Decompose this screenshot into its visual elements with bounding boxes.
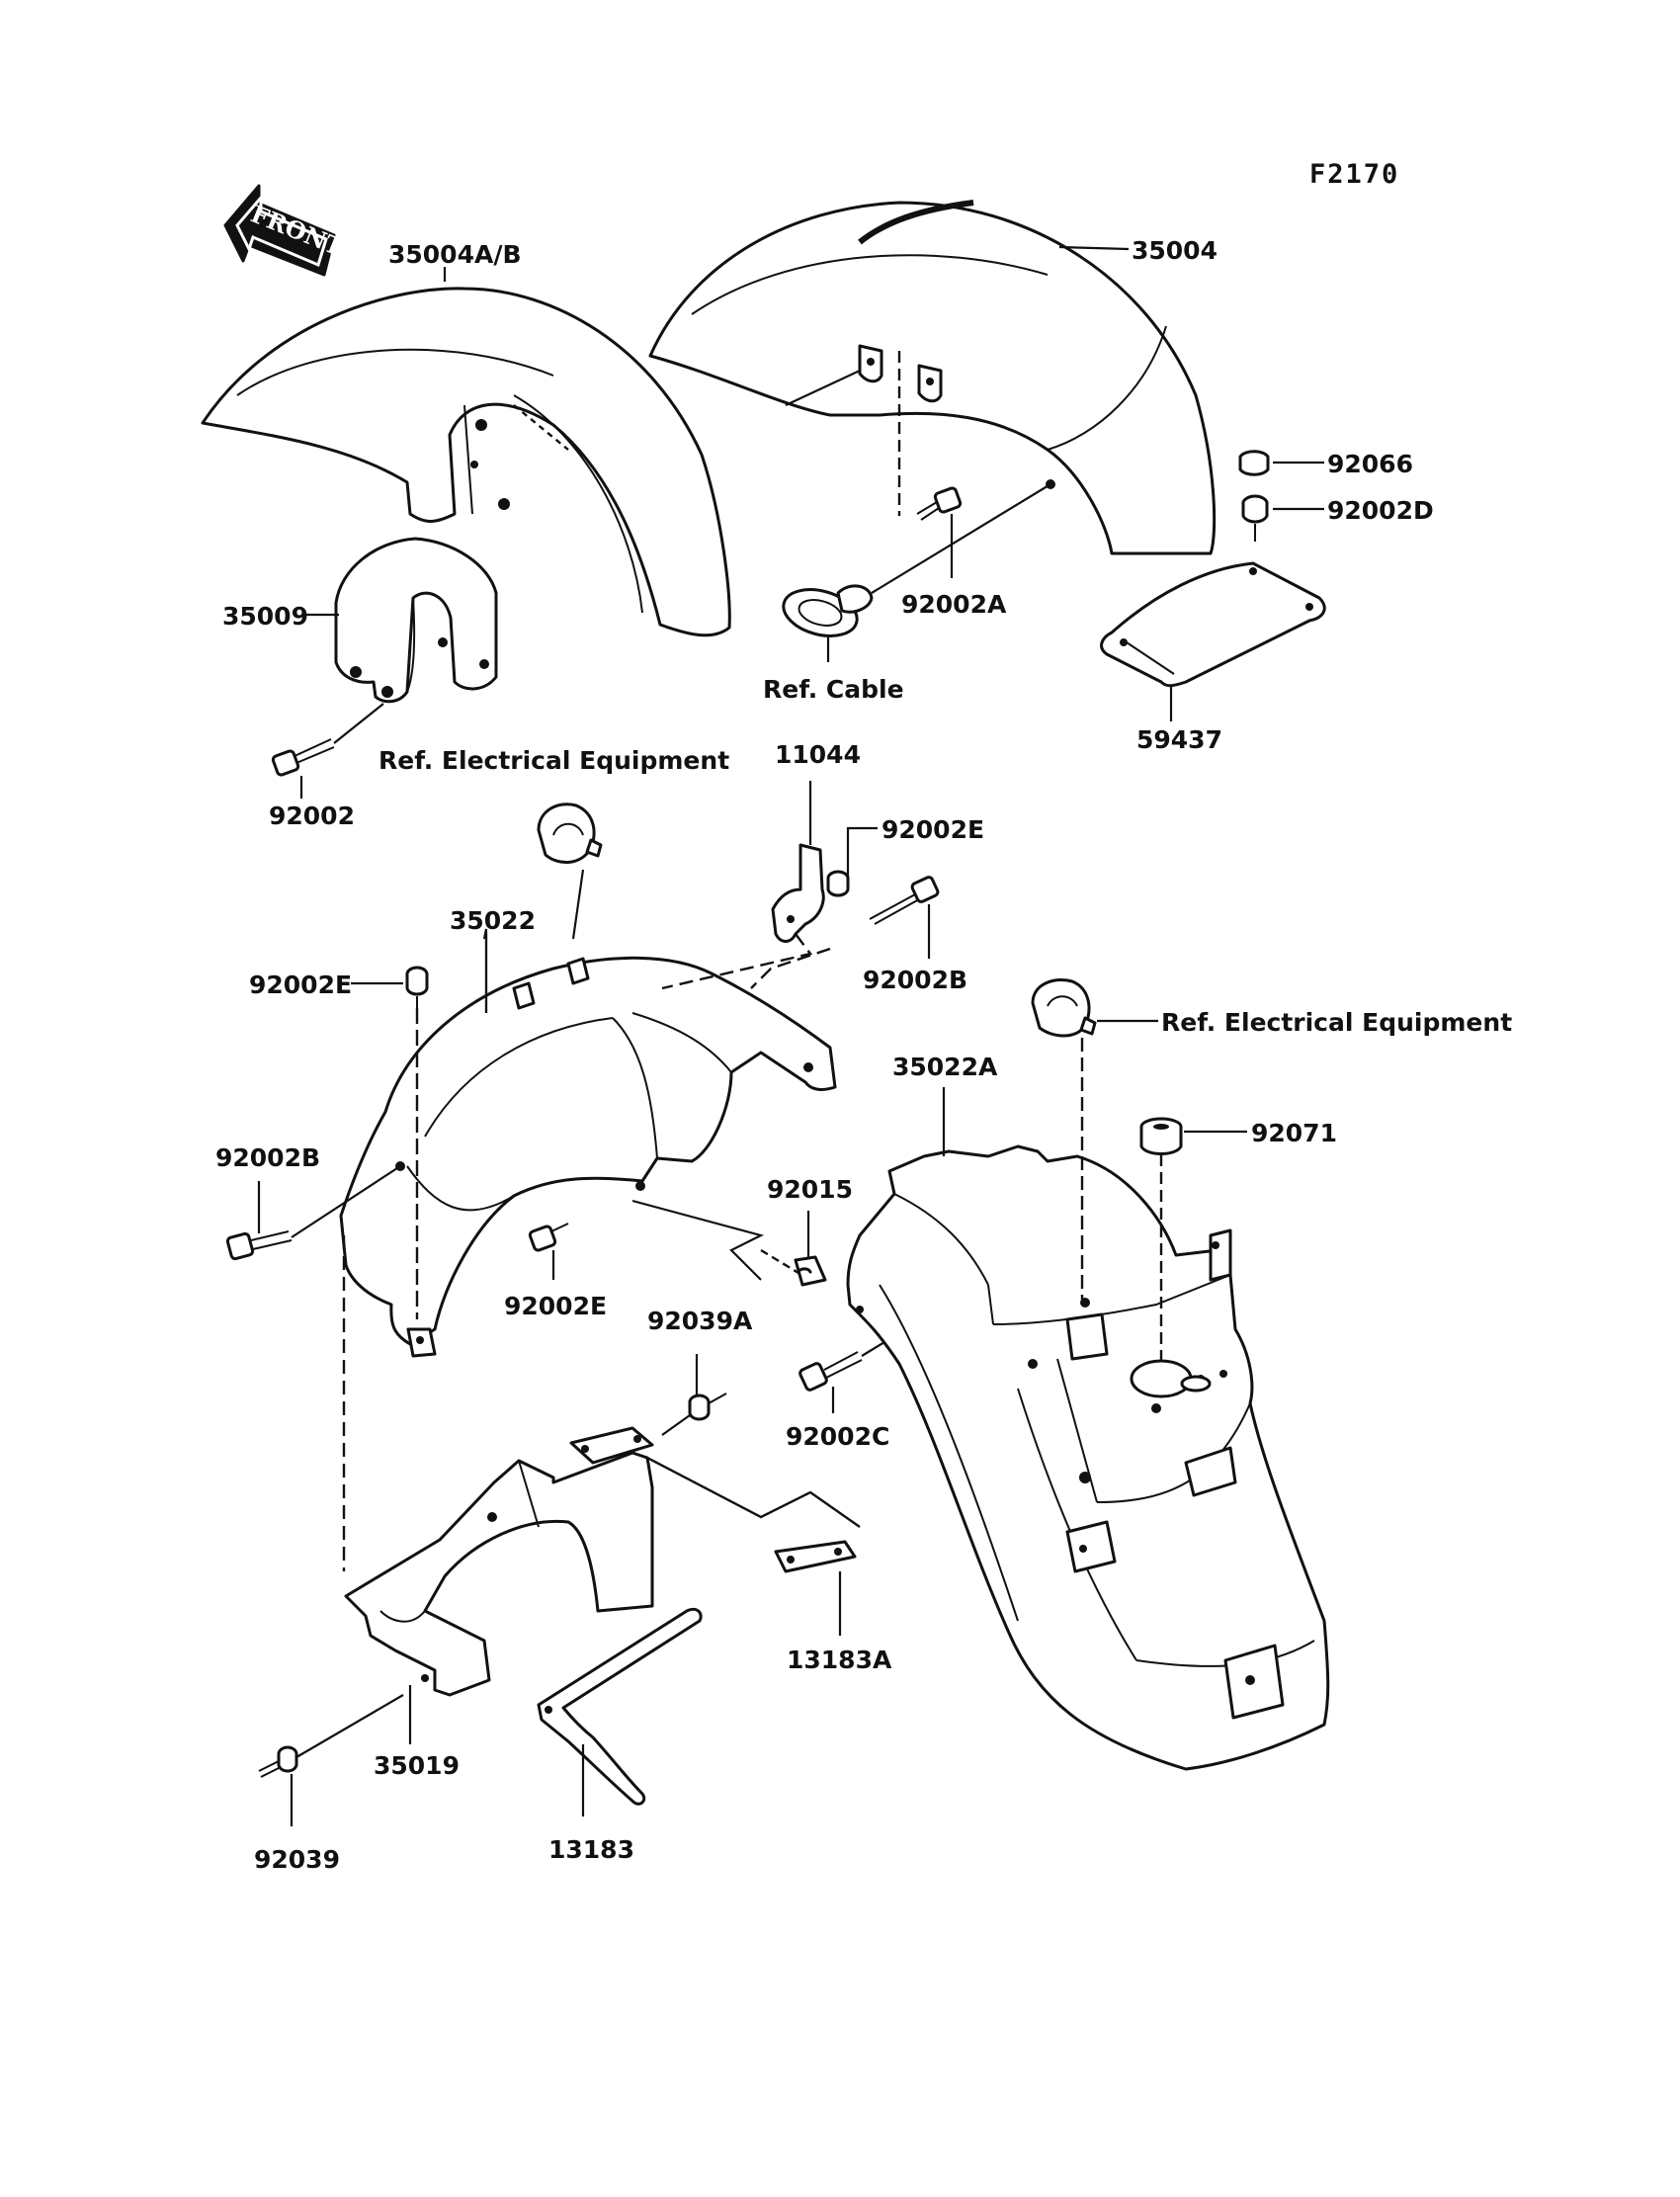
clip-nut-92015-a-icon	[760, 1211, 827, 1287]
label-92002D: 92002D	[1327, 496, 1434, 525]
lower-cover	[344, 1426, 861, 1744]
label-92039A: 92039A	[647, 1307, 753, 1335]
grommet-92071-icon	[1139, 1117, 1247, 1364]
label-35009: 35009	[222, 602, 308, 631]
bolt-92002E-top-icon	[826, 826, 878, 897]
label-ref-elec-2: Ref. Electrical Equipment	[1161, 1008, 1512, 1037]
label-92002A: 92002A	[901, 590, 1007, 619]
diagram-code: F2170	[1309, 159, 1399, 190]
bracket-13183A	[774, 1540, 857, 1636]
label-92071: 92071	[1251, 1119, 1337, 1147]
bolt-92002B-right-icon	[869, 876, 940, 959]
label-92039: 92039	[254, 1845, 340, 1874]
label-59437: 59437	[1136, 725, 1222, 754]
bolt-92039-icon	[258, 1694, 404, 1826]
front-fender	[201, 287, 731, 637]
label-92002: 92002	[269, 802, 355, 830]
label-ref-elec-1: Ref. Electrical Equipment	[378, 746, 729, 775]
label-35019: 35019	[374, 1751, 460, 1780]
front-arrow-icon: FRONT	[223, 184, 347, 277]
label-92002E-top: 92002E	[882, 815, 984, 844]
strap-13183	[537, 1607, 703, 1817]
label-13183A: 13183A	[787, 1646, 892, 1674]
cable-grommet-icon	[782, 483, 1051, 662]
bolt-92002B-left-icon	[225, 1165, 401, 1261]
cap-92066-icon	[1238, 450, 1324, 476]
label-35004AB: 35004A/B	[388, 240, 522, 269]
label-35004: 35004	[1132, 236, 1218, 265]
label-92002B-left: 92002B	[215, 1143, 320, 1172]
bolt-92039A-icon	[661, 1354, 727, 1436]
label-92066: 92066	[1327, 450, 1413, 478]
bracket-11044	[771, 781, 825, 943]
label-35022A: 35022A	[892, 1053, 998, 1081]
electrical-clamp-icon	[537, 803, 603, 940]
bolt-92002E-bottom-icon	[528, 1223, 569, 1280]
label-11044: 11044	[775, 740, 861, 769]
rear-fender	[648, 200, 1217, 555]
bolt-92002A-icon	[916, 486, 963, 578]
bolt-92002-icon	[271, 703, 384, 799]
label-92002B-right: 92002B	[863, 966, 967, 994]
label-92002C: 92002C	[786, 1422, 889, 1451]
bolt-92002D-icon	[1241, 494, 1324, 542]
bolt-92002E-left-icon	[351, 966, 429, 1319]
inner-fender	[339, 928, 837, 1571]
label-92015-a: 92015	[767, 1175, 853, 1204]
label-92002E-bottom: 92002E	[504, 1292, 607, 1320]
label-13183: 13183	[548, 1835, 634, 1864]
electrical-clamp-2-icon	[1031, 978, 1158, 1300]
mud-flap-plate	[1100, 561, 1326, 721]
label-ref-cable: Ref. Cable	[763, 675, 904, 704]
fender-brace	[334, 537, 498, 704]
rear-inner-fender	[846, 1144, 1330, 1771]
label-35022: 35022	[450, 906, 536, 935]
label-92002E-left: 92002E	[249, 971, 352, 999]
